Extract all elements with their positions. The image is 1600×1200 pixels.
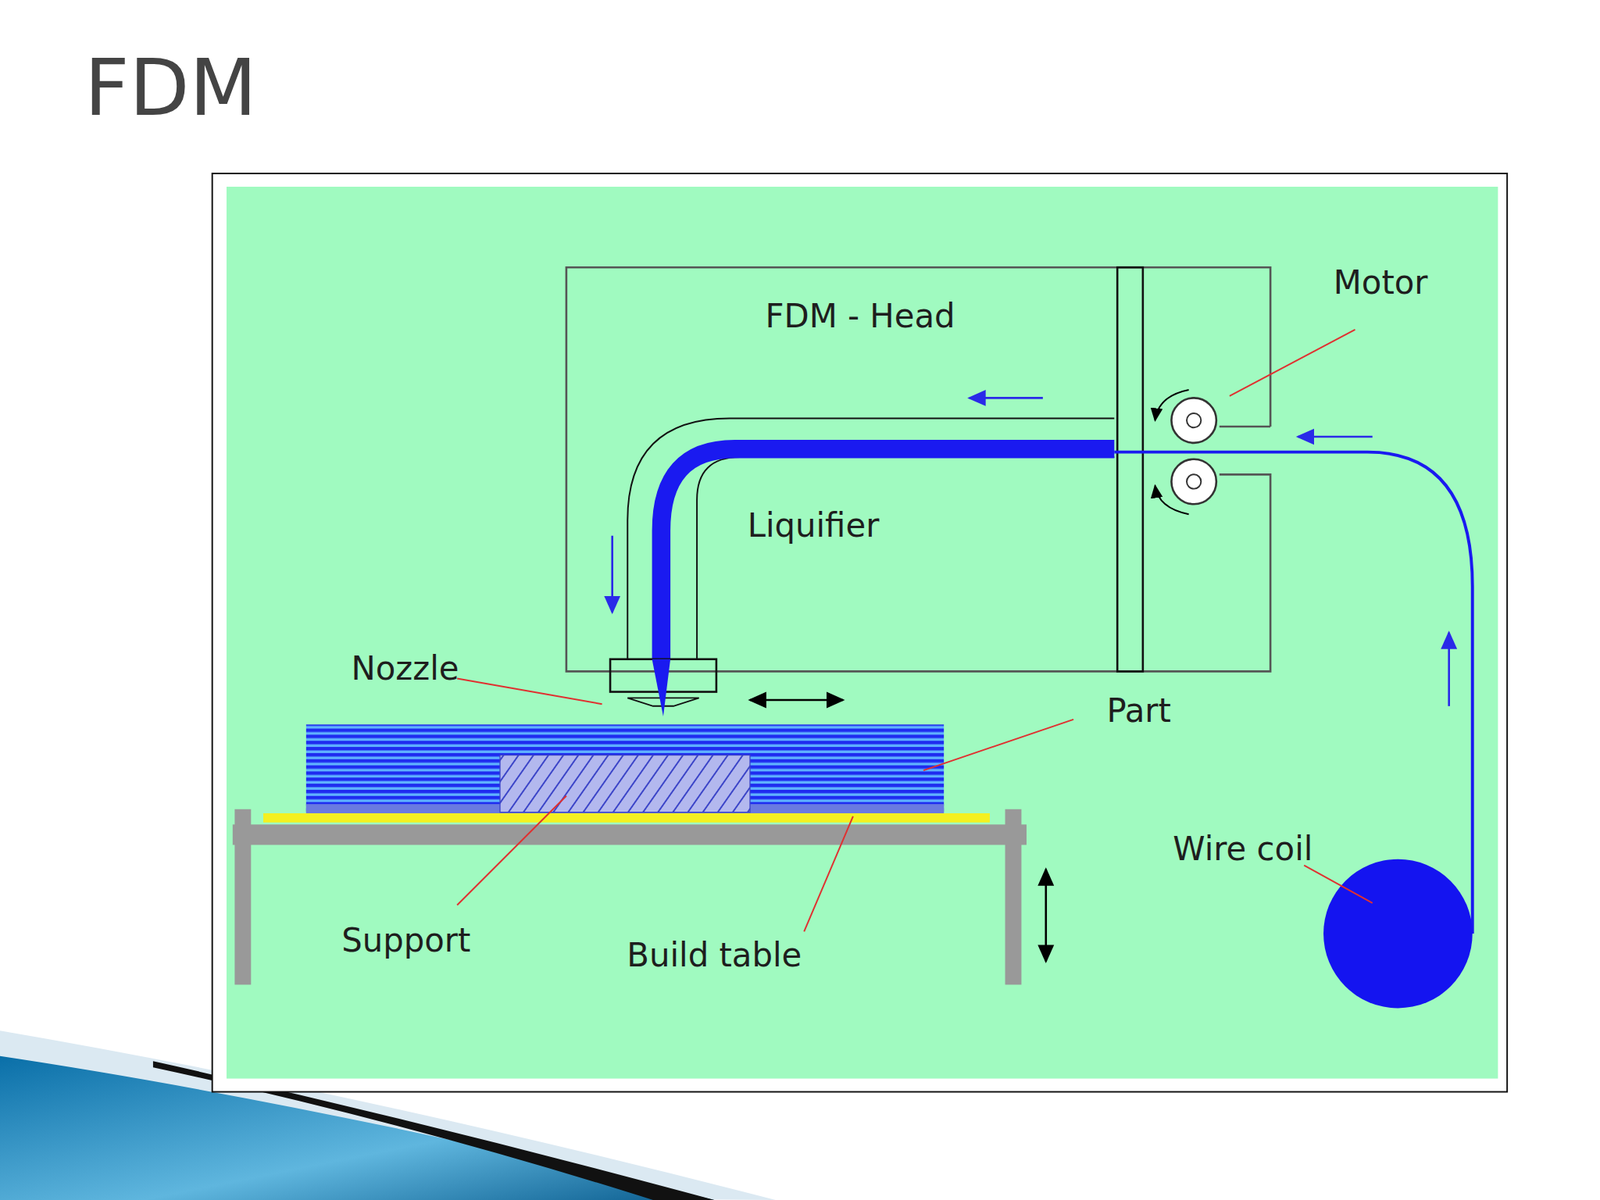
- node-label: FDM - Head: [764, 298, 955, 335]
- part-label: Motor: [1333, 264, 1429, 301]
- head-box: FDM - Head: [566, 267, 1271, 672]
- part-label: Support: [341, 922, 471, 959]
- part-label: Part: [1106, 692, 1171, 729]
- part-label: Wire coil: [1172, 831, 1313, 868]
- part-label: Nozzle: [351, 650, 460, 687]
- part-label: Liquifier: [747, 507, 880, 544]
- part-label: Build table: [626, 937, 802, 974]
- slide-title: FDM: [84, 45, 258, 132]
